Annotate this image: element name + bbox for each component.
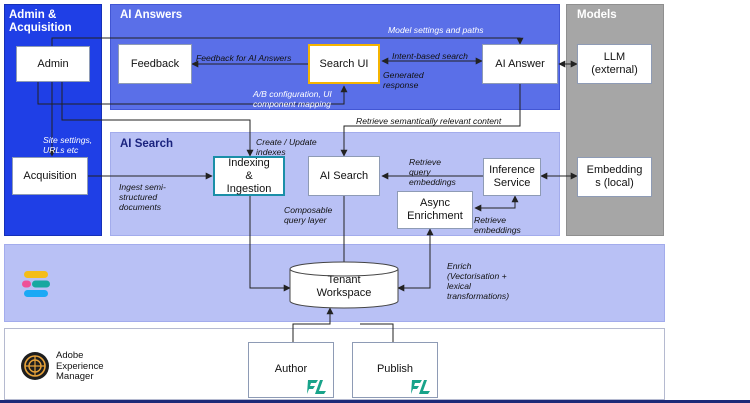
- arrow-retrieve-semantic: [340, 84, 521, 157]
- tenant-cylinder: [289, 261, 399, 309]
- label-composable: Composable query layer: [284, 205, 333, 225]
- models-panel: [566, 4, 664, 236]
- fl-logo-icon: [307, 380, 326, 394]
- label-retrieve-embeddings: Retrieve embeddings: [474, 215, 521, 235]
- label-retrieve-semantic: Retrieve semantically relevant content: [356, 116, 502, 126]
- ai-answer-box[interactable]: AI Answer: [482, 44, 558, 84]
- indexing-ingestion-box[interactable]: Indexing & Ingestion: [213, 156, 285, 196]
- label-ingest: Ingest semi- structured documents: [119, 182, 166, 212]
- ai-answers-title: AI Answers: [120, 9, 183, 21]
- label-retrieve-query: Retrieve query embeddings: [409, 157, 456, 187]
- ai-search-box[interactable]: AI Search: [308, 156, 380, 196]
- aem-logo-icon: [21, 352, 49, 380]
- arrow-author: [292, 307, 334, 342]
- arrow-enrich: [397, 228, 434, 292]
- label-ab-config: A/B configuration, UI component mapping: [253, 89, 332, 109]
- feedback-box[interactable]: Feedback: [118, 44, 192, 84]
- embeddings-box[interactable]: Embedding s (local): [577, 157, 652, 197]
- label-create-update: Create / Update indexes: [256, 137, 317, 157]
- bottom-bar: [0, 400, 750, 403]
- async-enrichment-box[interactable]: Async Enrichment: [397, 191, 473, 229]
- ai-search-title: AI Search: [120, 138, 174, 150]
- arrow-ab-config: [37, 82, 348, 105]
- search-ui-box[interactable]: Search UI: [308, 44, 380, 84]
- models-title: Models: [577, 9, 617, 21]
- label-site-settings: Site settings, URLs etc: [43, 135, 93, 155]
- arrow-index-tenant: [249, 196, 291, 292]
- llm-box[interactable]: LLM (external): [577, 44, 652, 84]
- fl-logo-icon: [411, 380, 430, 394]
- label-model-settings: Model settings and paths: [388, 25, 484, 35]
- label-generated-response: Generated response: [383, 70, 424, 90]
- admin-box[interactable]: Admin: [16, 46, 90, 82]
- acquisition-box[interactable]: Acquisition: [12, 157, 88, 195]
- arrow-create-update: [61, 82, 254, 157]
- aem-logo-text: Adobe Experience Manager: [56, 350, 104, 382]
- arrow-retrieve-embeddings: [474, 195, 519, 212]
- inference-service-box[interactable]: Inference Service: [483, 158, 541, 196]
- elastic-logo-icon: [22, 271, 50, 297]
- arrow-publish: [360, 323, 394, 342]
- arrow-model-settings: [51, 37, 524, 50]
- tenant-workspace[interactable]: Tenant Workspace: [316, 274, 372, 299]
- aem-panel: [4, 328, 665, 400]
- admin-acquisition-title: Admin & Acquisition: [9, 9, 72, 34]
- label-intent-search: Intent-based search: [392, 51, 468, 61]
- label-feedback-ai: Feedback for AI Answers: [196, 53, 292, 63]
- label-enrich: Enrich (Vectorisation + lexical transfor…: [447, 261, 510, 301]
